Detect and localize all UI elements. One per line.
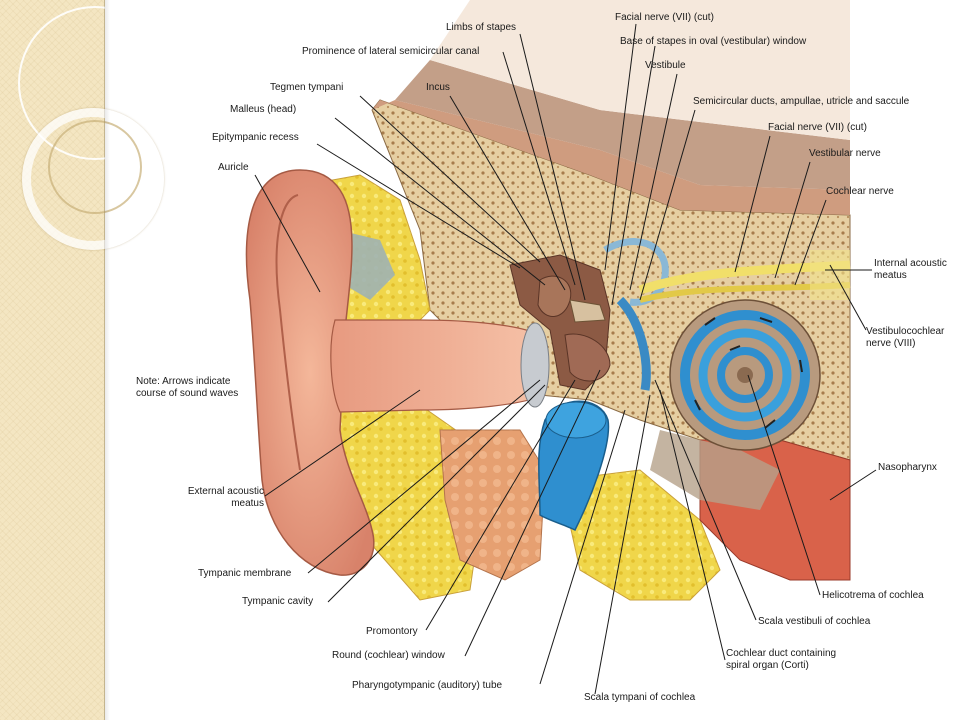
label-prominence-lateral-canal: Prominence of lateral semicircular canal (302, 46, 480, 57)
label-vestibular-nerve: Vestibular nerve (809, 148, 881, 159)
label-nasopharynx: Nasopharynx (878, 462, 937, 473)
label-incus: Incus (426, 82, 450, 93)
label-external-acoustic-meatus: External acoustic meatus (187, 486, 264, 509)
label-helicotrema: Helicotrema of cochlea (822, 590, 924, 601)
label-scala-vestibuli: Scala vestibuli of cochlea (758, 616, 871, 627)
label-auricle: Auricle (218, 162, 249, 173)
sidebar-shadow (104, 0, 110, 720)
label-promontory: Promontory (366, 626, 418, 637)
label-facial-nerve-top: Facial nerve (VII) (cut) (615, 12, 714, 23)
label-tympanic-cavity: Tympanic cavity (242, 596, 314, 607)
label-scala-tympani: Scala tympani of cochlea (584, 692, 696, 703)
label-epitympanic-recess: Epitympanic recess (212, 132, 299, 143)
label-round-window: Round (cochlear) window (332, 650, 445, 661)
decorative-ring (48, 120, 142, 214)
leader-lines (254, 23, 877, 695)
label-vestibule: Vestibule (645, 60, 686, 71)
label-semicircular-ducts: Semicircular ducts, ampullae, utricle an… (693, 96, 910, 107)
label-tegmen-tympani: Tegmen tympani (270, 82, 344, 93)
label-pharyngotympanic-tube: Pharyngotympanic (auditory) tube (352, 680, 503, 691)
decorative-ring (22, 108, 164, 250)
label-cochlear-nerve: Cochlear nerve (826, 186, 894, 197)
label-tympanic-membrane: Tympanic membrane (198, 568, 292, 579)
label-vestibulocochlear-nerve: Vestibulocochlear nerve (VIII) (866, 326, 945, 349)
label-facial-nerve-right: Facial nerve (VII) (cut) (768, 122, 867, 133)
label-internal-acoustic-meatus: Internal acoustic meatus (874, 258, 947, 281)
label-malleus-head: Malleus (head) (230, 104, 297, 115)
label-cochlear-duct: Cochlear duct containing spiral organ (C… (726, 648, 837, 671)
ear-anatomy-illustration: Limbs of stapes Facial nerve (VII) (cut)… (110, 0, 960, 720)
ear-cross-section (245, 0, 851, 601)
diagram-note: Note: Arrows indicate course of sound wa… (136, 376, 239, 399)
label-base-of-stapes: Base of stapes in oval (vestibular) wind… (620, 36, 807, 47)
label-limbs-of-stapes: Limbs of stapes (446, 22, 517, 33)
decorative-sidebar (0, 0, 172, 720)
